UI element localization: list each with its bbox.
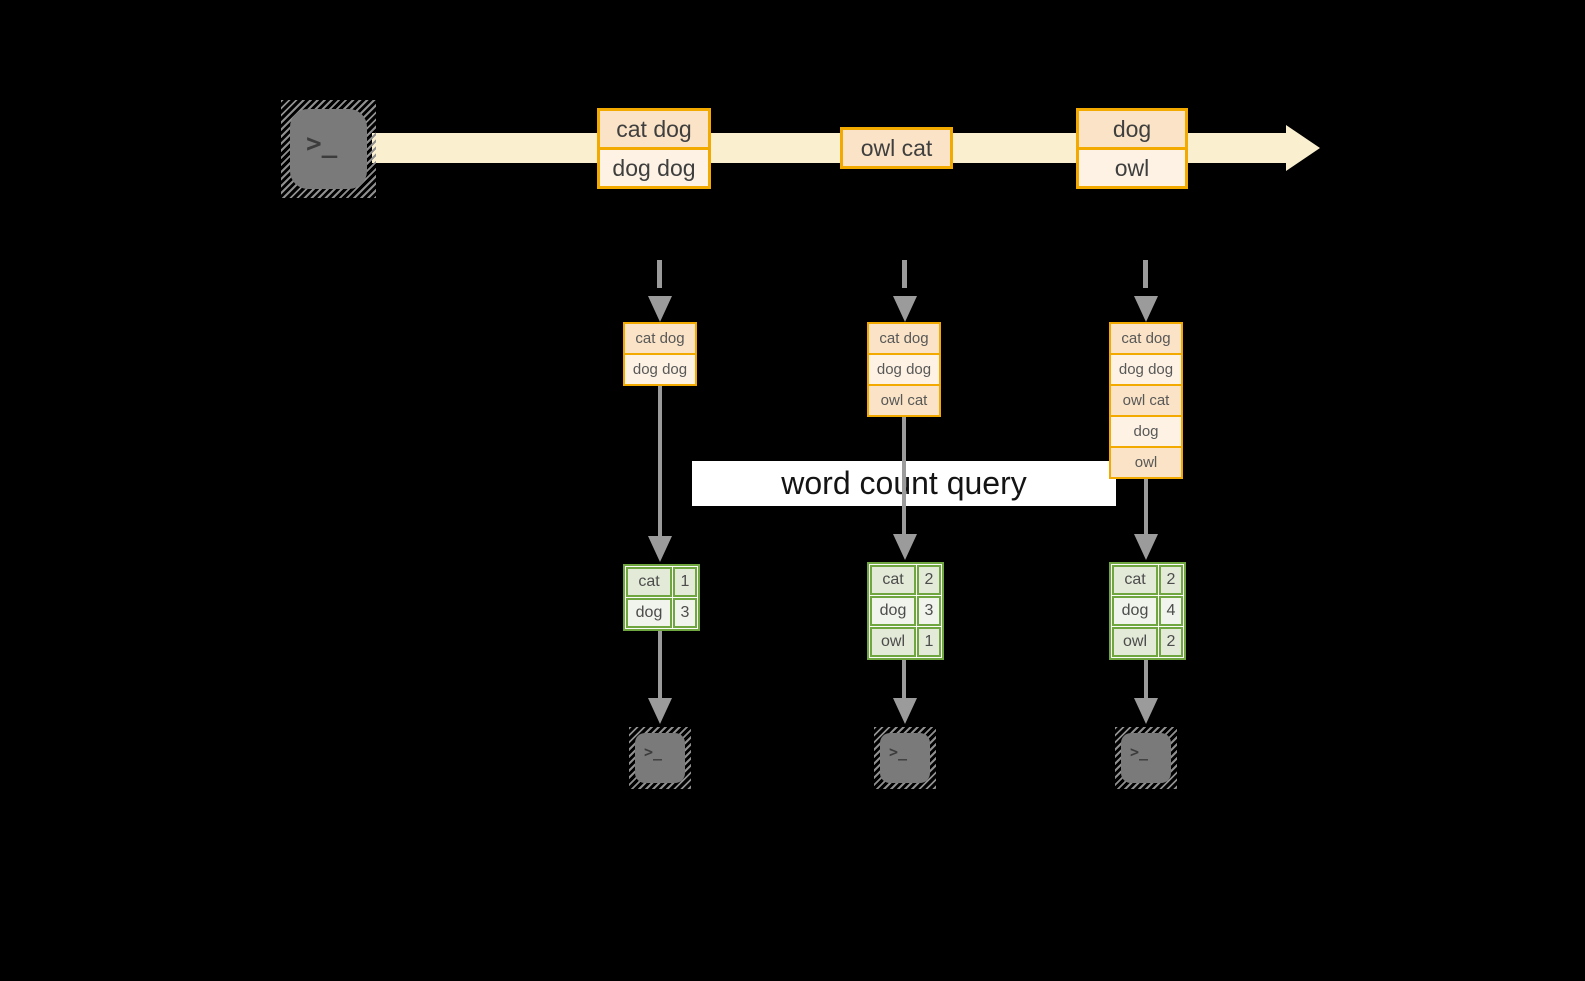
terminal-screen: >_ <box>880 733 930 783</box>
buffer-row: dog dog <box>1109 353 1183 386</box>
process-arrow-shaft <box>658 386 662 536</box>
stream-batch-1: cat dog dog dog <box>597 108 711 189</box>
terminal-prompt-glyph: >_ <box>1130 743 1149 761</box>
buffer-stack-3: cat dog dog dog owl cat dog owl <box>1109 322 1183 479</box>
word-cell: owl <box>870 627 916 657</box>
ingest-arrow-dash <box>902 260 907 288</box>
consumer-terminal-icon-2: >_ <box>874 727 936 789</box>
count-cell: 1 <box>673 567 697 597</box>
word-count-table-2: cat 2 dog 3 owl 1 <box>867 562 944 660</box>
buffer-row: cat dog <box>1109 322 1183 355</box>
terminal-screen: >_ <box>635 733 685 783</box>
output-arrow-shaft <box>658 631 662 698</box>
count-cell: 3 <box>917 596 941 626</box>
process-arrow-shaft <box>902 417 906 534</box>
word-cell: cat <box>1112 565 1158 595</box>
count-cell: 2 <box>1159 565 1183 595</box>
count-cell: 4 <box>1159 596 1183 626</box>
consumer-terminal-icon-1: >_ <box>629 727 691 789</box>
word-count-table-3: cat 2 dog 4 owl 2 <box>1109 562 1186 660</box>
count-cell: 3 <box>673 598 697 628</box>
word-count-table-1: cat 1 dog 3 <box>623 564 700 631</box>
process-arrow-shaft <box>1144 479 1148 534</box>
ingest-arrowhead-icon <box>648 296 672 322</box>
ingest-arrowhead-icon <box>1134 296 1158 322</box>
word-cell: dog <box>870 596 916 626</box>
output-arrowhead-icon <box>648 698 672 724</box>
word-cell: cat <box>870 565 916 595</box>
output-arrowhead-icon <box>1134 698 1158 724</box>
ingest-arrow-dash <box>1143 260 1148 288</box>
output-arrow-shaft <box>1144 660 1148 698</box>
buffer-stack-2: cat dog dog dog owl cat <box>867 322 941 417</box>
buffer-row: dog dog <box>623 353 697 386</box>
stream-message: cat dog <box>597 108 711 150</box>
consumer-terminal-icon-3: >_ <box>1115 727 1177 789</box>
terminal-prompt-glyph: >_ <box>306 129 338 159</box>
stream-batch-3: dog owl <box>1076 108 1188 189</box>
output-arrow-shaft <box>902 660 906 698</box>
stream-arrowhead-icon <box>1286 125 1320 171</box>
terminal-prompt-glyph: >_ <box>644 743 663 761</box>
buffer-row: owl cat <box>867 384 941 417</box>
ingest-arrowhead-icon <box>893 296 917 322</box>
process-arrowhead-icon <box>1134 534 1158 560</box>
process-arrowhead-icon <box>893 534 917 560</box>
buffer-row: owl cat <box>1109 384 1183 417</box>
stream-message: owl cat <box>840 127 953 169</box>
terminal-screen: >_ <box>1121 733 1171 783</box>
count-cell: 1 <box>917 627 941 657</box>
stream-message: dog <box>1076 108 1188 150</box>
process-arrowhead-icon <box>648 536 672 562</box>
stream-message: owl <box>1076 147 1188 189</box>
word-cell: dog <box>626 598 672 628</box>
ingest-arrow-dash <box>657 260 662 288</box>
stream-message: dog dog <box>597 147 711 189</box>
terminal-screen: >_ <box>290 109 367 189</box>
count-cell: 2 <box>1159 627 1183 657</box>
buffer-row: owl <box>1109 446 1183 479</box>
count-cell: 2 <box>917 565 941 595</box>
buffer-row: cat dog <box>867 322 941 355</box>
buffer-row: dog <box>1109 415 1183 448</box>
word-cell: owl <box>1112 627 1158 657</box>
terminal-prompt-glyph: >_ <box>889 743 908 761</box>
buffer-stack-1: cat dog dog dog <box>623 322 697 386</box>
buffer-row: cat dog <box>623 322 697 355</box>
buffer-row: dog dog <box>867 353 941 386</box>
word-cell: dog <box>1112 596 1158 626</box>
output-arrowhead-icon <box>893 698 917 724</box>
word-cell: cat <box>626 567 672 597</box>
stream-batch-2: owl cat <box>840 127 953 169</box>
producer-terminal-icon: >_ <box>281 100 376 198</box>
